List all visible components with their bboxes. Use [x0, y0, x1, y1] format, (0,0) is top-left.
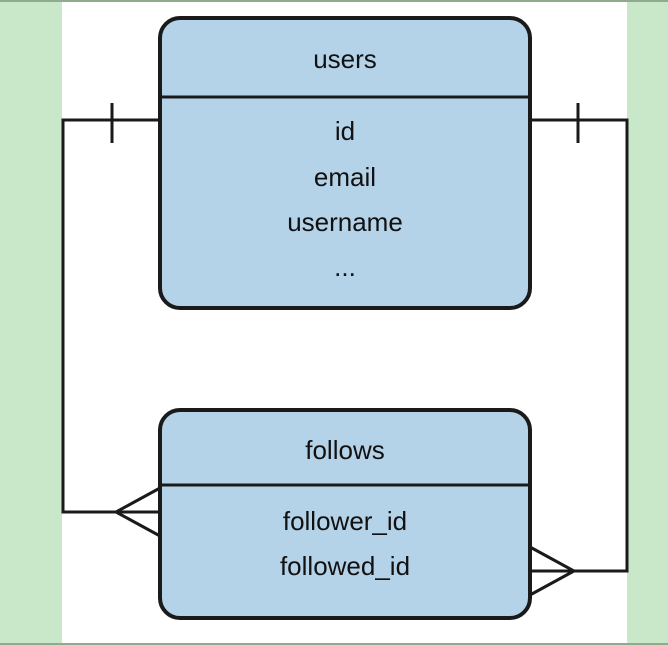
relationship-followed-line	[529, 103, 629, 597]
entity-follows: follows follower_id followed_id	[158, 408, 532, 620]
entity-users: users id email username ...	[158, 16, 532, 310]
relationship-connector	[61, 118, 160, 514]
entity-users-title: users	[313, 44, 377, 74]
top-border	[0, 0, 668, 2]
left-margin-band	[0, 0, 62, 645]
many-crowfoot	[529, 545, 578, 597]
entity-users-field: id	[335, 116, 355, 146]
relationship-connector	[530, 118, 629, 573]
many-crowfoot	[112, 486, 161, 538]
entity-follows-field: follower_id	[283, 506, 407, 536]
relationship-follower-line	[61, 103, 161, 538]
entity-follows-field: followed_id	[280, 551, 410, 581]
right-margin-band	[627, 0, 668, 645]
entity-follows-title: follows	[305, 435, 384, 465]
entity-follows-box	[158, 408, 532, 620]
bottom-border	[0, 643, 668, 645]
entity-users-field: username	[287, 207, 403, 237]
entity-users-field: email	[314, 162, 376, 192]
entity-users-box	[158, 16, 532, 310]
entity-users-field: ...	[334, 252, 356, 282]
